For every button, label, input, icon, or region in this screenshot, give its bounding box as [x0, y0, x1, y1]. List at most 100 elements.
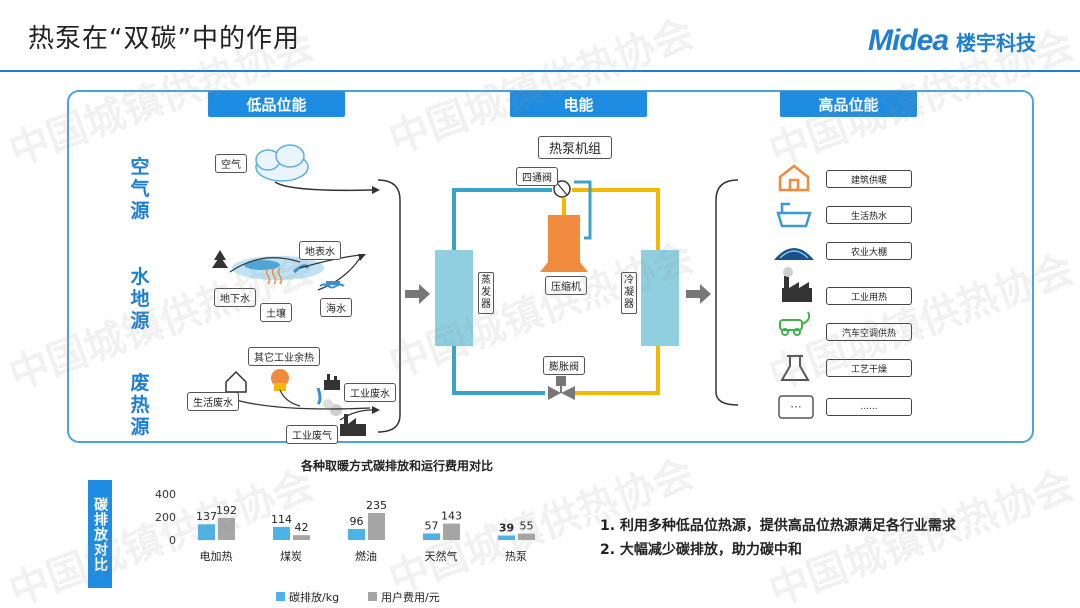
data-label: 137	[196, 510, 217, 523]
waste-heat-scene	[225, 369, 380, 436]
electric-header: 电能	[510, 91, 647, 117]
use-vehicle-ac-heating: 汽车空调供热	[826, 323, 912, 341]
bar	[198, 524, 215, 540]
use-hot-water: 生活热水	[826, 206, 912, 224]
bar	[293, 535, 310, 540]
flow-arrow-in	[405, 284, 430, 304]
use-bracket	[715, 179, 739, 406]
y-tick-label: 400	[155, 488, 176, 501]
valve-pipe	[574, 180, 592, 240]
x-tick-label: 热泵	[505, 550, 527, 563]
hot-loop	[562, 188, 660, 395]
industrial-heat-icon	[782, 267, 812, 302]
use-more: ......	[826, 398, 912, 416]
soil-tag: 土壤	[260, 303, 292, 322]
air-tag: 空气	[215, 154, 247, 173]
data-label: 39	[499, 522, 514, 535]
surface-water-tag: 地表水	[299, 241, 341, 260]
data-label: 143	[441, 510, 462, 523]
title-divider	[0, 70, 1080, 72]
house-icon	[225, 370, 247, 393]
bar	[443, 523, 460, 540]
bar	[498, 535, 515, 540]
expansion-valve-label: 膨胀阀	[543, 356, 585, 375]
evaporator-coil	[435, 250, 473, 346]
legend-swatch	[368, 592, 377, 601]
midea-logo: Midea 楼宇科技	[868, 24, 1036, 58]
cloud-icon	[255, 144, 309, 182]
x-tick-label: 燃油	[355, 549, 377, 563]
condenser-label: 冷凝器	[621, 272, 637, 314]
logo-subtitle: 楼宇科技	[956, 30, 1037, 55]
evaporator-label: 蒸发器	[478, 272, 494, 314]
high-grade-header: 高品位能	[780, 91, 917, 117]
industrial-waste-heat-tag: 其它工业余热	[248, 347, 320, 366]
page-title: 热泵在“双碳”中的作用	[28, 24, 300, 54]
y-tick-label: 0	[169, 534, 176, 547]
conclusion-item: 1. 利用多种低品位热源，提供高品位热源满足各行业需求	[600, 518, 956, 534]
bar	[218, 517, 235, 540]
compressor-unit	[540, 215, 588, 272]
data-label: 55	[520, 520, 534, 533]
use-process-drying: 工艺干燥	[826, 359, 912, 377]
chart-side-title: 碳排放对比	[88, 480, 112, 588]
legend-swatch	[276, 592, 285, 601]
waste-heat-source-title: 废热源	[130, 372, 150, 438]
conclusion-item: 2. 大幅减少碳排放，助力碳中和	[600, 542, 802, 558]
data-label: 235	[366, 499, 387, 512]
cold-loop	[452, 188, 552, 395]
hot-water-icon	[776, 202, 812, 228]
domestic-wastewater-tag: 生活废水	[187, 392, 239, 411]
conclusions-list: 1. 利用多种低品位热源，提供高品位热源满足各行业需求 2. 大幅减少碳排放，助…	[600, 514, 956, 562]
ev-charging-icon	[779, 311, 811, 336]
groundwater-tag: 地下水	[214, 288, 256, 307]
y-tick-label: 200	[155, 511, 176, 524]
svg-text:···: ···	[790, 400, 801, 414]
data-label: 57	[425, 519, 439, 532]
heat-pump-unit-label: 热泵机组	[538, 136, 613, 159]
expansion-valve-symbol	[548, 376, 575, 400]
industrial-wastewater-tag: 工业废水	[344, 383, 396, 402]
compressor-label: 压缩机	[545, 276, 587, 295]
flow-arrow-out	[686, 284, 711, 304]
process-drying-icon	[780, 355, 810, 381]
more-icon	[778, 395, 814, 419]
building-heating-icon	[778, 164, 810, 192]
water-ground-source-title: 水地源	[130, 266, 150, 332]
chart-title: 各种取暖方式碳排放和运行费用对比	[300, 458, 493, 473]
factory-icon	[324, 374, 340, 390]
bar	[273, 526, 290, 540]
bar	[368, 512, 385, 540]
data-label: 114	[271, 513, 292, 526]
water-ground-scene	[212, 250, 366, 291]
industrial-exhaust-tag: 工业废气	[286, 425, 338, 444]
greenhouse-icon	[774, 248, 814, 260]
source-bracket	[377, 179, 401, 433]
logo-mark: Midea	[868, 24, 949, 57]
air-source-title: 空气源	[130, 156, 150, 222]
x-tick-label: 煤炭	[280, 550, 302, 563]
four-way-valve-label: 四通阀	[516, 167, 558, 186]
soil-heat-icon	[265, 267, 283, 285]
data-label: 96	[350, 515, 364, 528]
bar	[348, 528, 365, 540]
exhaust-factory-icon	[340, 414, 366, 436]
condenser-coil	[641, 250, 679, 346]
bar	[423, 533, 440, 540]
air-arrow	[274, 181, 373, 192]
low-grade-header: 低品位能	[208, 91, 345, 117]
data-label: 192	[216, 504, 237, 517]
use-greenhouse: 农业大棚	[826, 242, 912, 260]
legend-label: 碳排放/kg	[289, 590, 339, 604]
use-industrial-heat: 工业用热	[826, 287, 912, 305]
legend-label: 用户费用/元	[381, 590, 440, 604]
x-tick-label: 天然气	[425, 549, 458, 563]
seawater-tag: 海水	[320, 298, 352, 317]
industry-heat-icon	[271, 369, 289, 387]
data-label: 42	[295, 521, 309, 534]
x-tick-label: 电加热	[200, 550, 233, 563]
use-building-heating: 建筑供暖	[826, 170, 912, 188]
bar	[518, 533, 535, 540]
